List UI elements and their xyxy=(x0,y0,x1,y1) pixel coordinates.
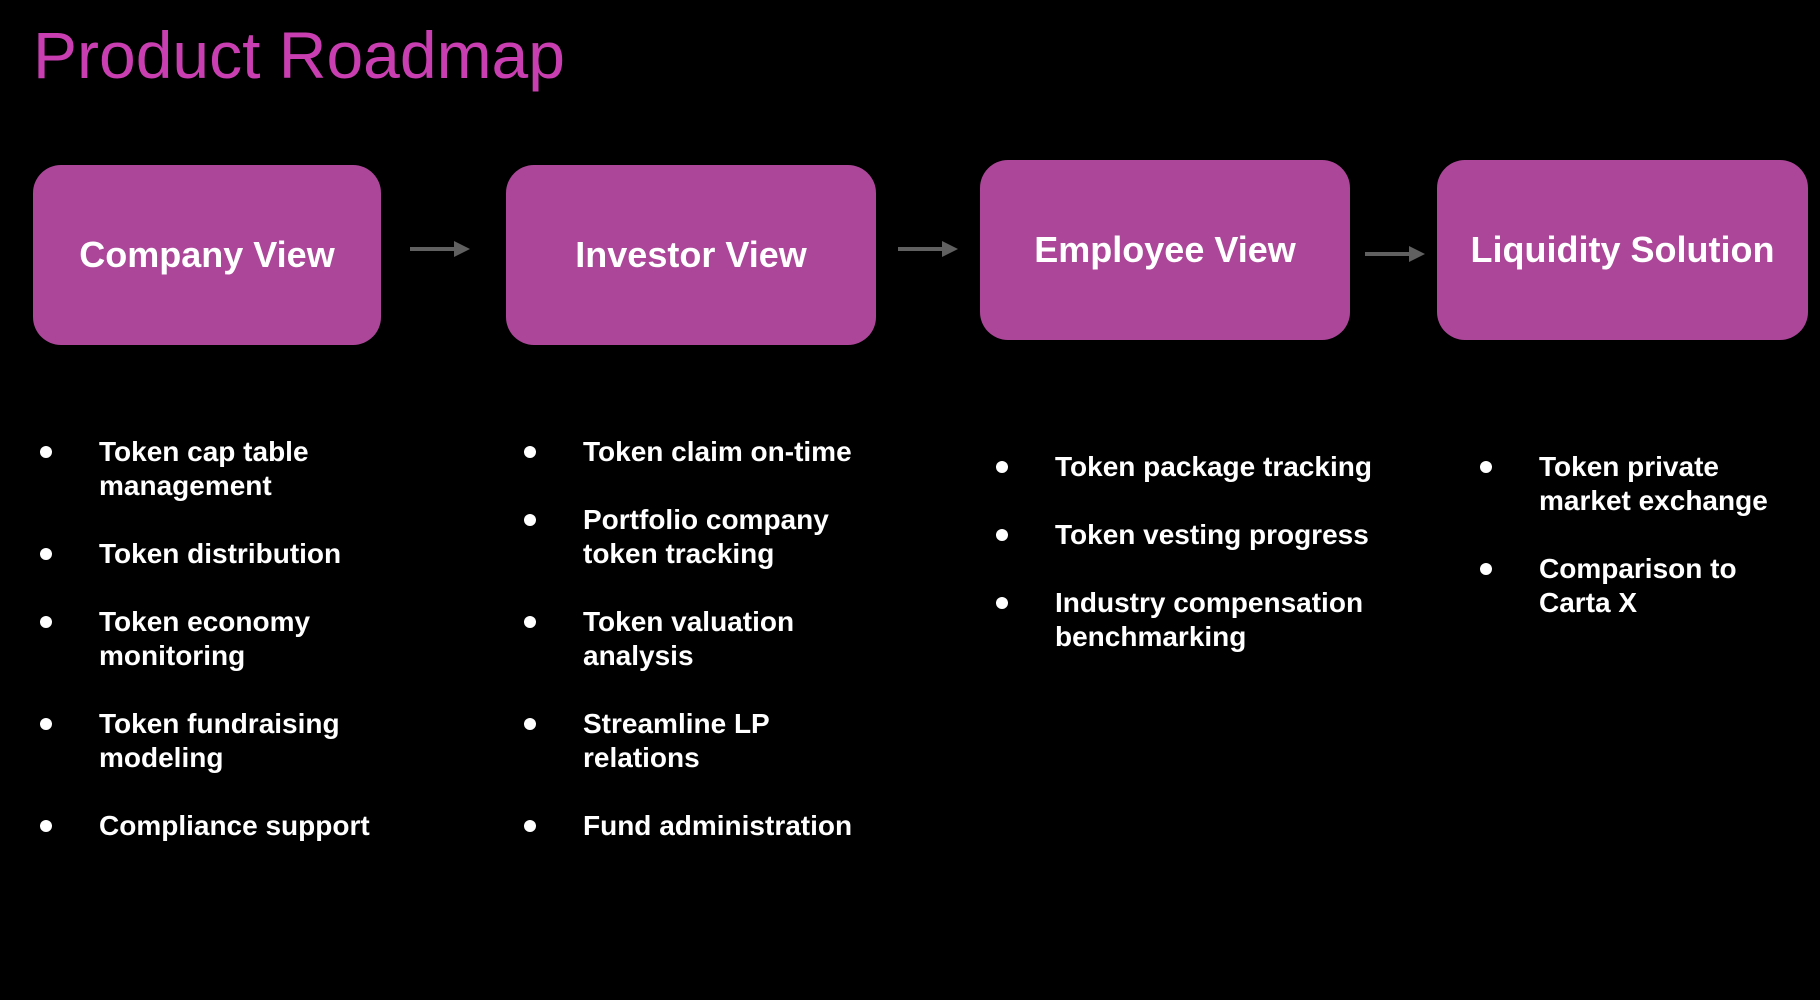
list-item: Portfolio company token tracking xyxy=(520,503,880,571)
list-item: Token claim on-time xyxy=(520,435,880,469)
company-view-features: Token cap table management Token distrib… xyxy=(36,435,416,877)
list-item: Token package tracking xyxy=(992,450,1402,484)
arrow-right-icon xyxy=(1365,246,1425,262)
stage-company-view: Company View xyxy=(33,165,381,345)
bullet-icon xyxy=(1480,461,1492,473)
list-item-text: Token distribution xyxy=(99,538,342,569)
page-title: Product Roadmap xyxy=(33,18,565,92)
bullet-icon xyxy=(40,446,52,458)
bullet-icon xyxy=(40,548,52,560)
list-item: Streamline LP relations xyxy=(520,707,880,775)
list-item: Token economy monitoring xyxy=(36,605,416,673)
list-item: Token vesting progress xyxy=(992,518,1402,552)
bullet-icon xyxy=(40,718,52,730)
list-item: Token valuation analysis xyxy=(520,605,880,673)
list-item: Comparison to Carta X xyxy=(1476,552,1804,620)
arrow-right-icon xyxy=(898,241,958,257)
list-item-text: Token economy monitoring xyxy=(99,606,311,671)
bullet-icon xyxy=(524,446,536,458)
bullet-icon xyxy=(524,514,536,526)
stage-label: Employee View xyxy=(1034,229,1296,270)
bullet-icon xyxy=(996,461,1008,473)
list-item-text: Fund administration xyxy=(583,810,853,841)
bullet-icon xyxy=(524,820,536,832)
list-item-text: Token private market exchange xyxy=(1539,451,1768,516)
bullet-icon xyxy=(1480,563,1492,575)
list-item-text: Comparison to Carta X xyxy=(1539,553,1737,618)
bullet-icon xyxy=(996,529,1008,541)
list-item: Token cap table management xyxy=(36,435,416,503)
arrow-right-icon xyxy=(410,241,470,257)
list-item-text: Token package tracking xyxy=(1055,451,1372,482)
list-item: Token private market exchange xyxy=(1476,450,1811,518)
list-item: Industry compensation benchmarking xyxy=(992,586,1400,654)
bullet-icon xyxy=(40,820,52,832)
list-item-text: Token vesting progress xyxy=(1055,519,1369,550)
list-item: Token fundraising modeling xyxy=(36,707,416,775)
list-item-text: Streamline LP relations xyxy=(583,708,770,773)
stage-liquidity-solution: Liquidity Solution xyxy=(1437,160,1808,340)
investor-view-features: Token claim on-time Portfolio company to… xyxy=(520,435,880,877)
stage-employee-view: Employee View xyxy=(980,160,1350,340)
list-item: Fund administration xyxy=(520,809,880,843)
employee-view-features: Token package tracking Token vesting pro… xyxy=(992,450,1402,688)
list-item-text: Industry compensation benchmarking xyxy=(1055,587,1364,652)
list-item: Compliance support xyxy=(36,809,416,843)
stage-label: Company View xyxy=(79,234,335,275)
bullet-icon xyxy=(40,616,52,628)
list-item-text: Portfolio company token tracking xyxy=(583,504,829,569)
list-item: Token distribution xyxy=(36,537,416,571)
stage-investor-view: Investor View xyxy=(506,165,876,345)
bullet-icon xyxy=(524,616,536,628)
bullet-icon xyxy=(996,597,1008,609)
list-item-text: Compliance support xyxy=(99,810,370,841)
list-item-text: Token cap table management xyxy=(99,436,309,501)
list-item-text: Token valuation analysis xyxy=(583,606,795,671)
list-item-text: Token fundraising modeling xyxy=(99,708,340,773)
stage-label: Liquidity Solution xyxy=(1470,229,1775,270)
list-item-text: Token claim on-time xyxy=(583,436,852,467)
bullet-icon xyxy=(524,718,536,730)
liquidity-solution-features: Token private market exchange Comparison… xyxy=(1476,450,1811,654)
stage-label: Investor View xyxy=(575,234,807,275)
